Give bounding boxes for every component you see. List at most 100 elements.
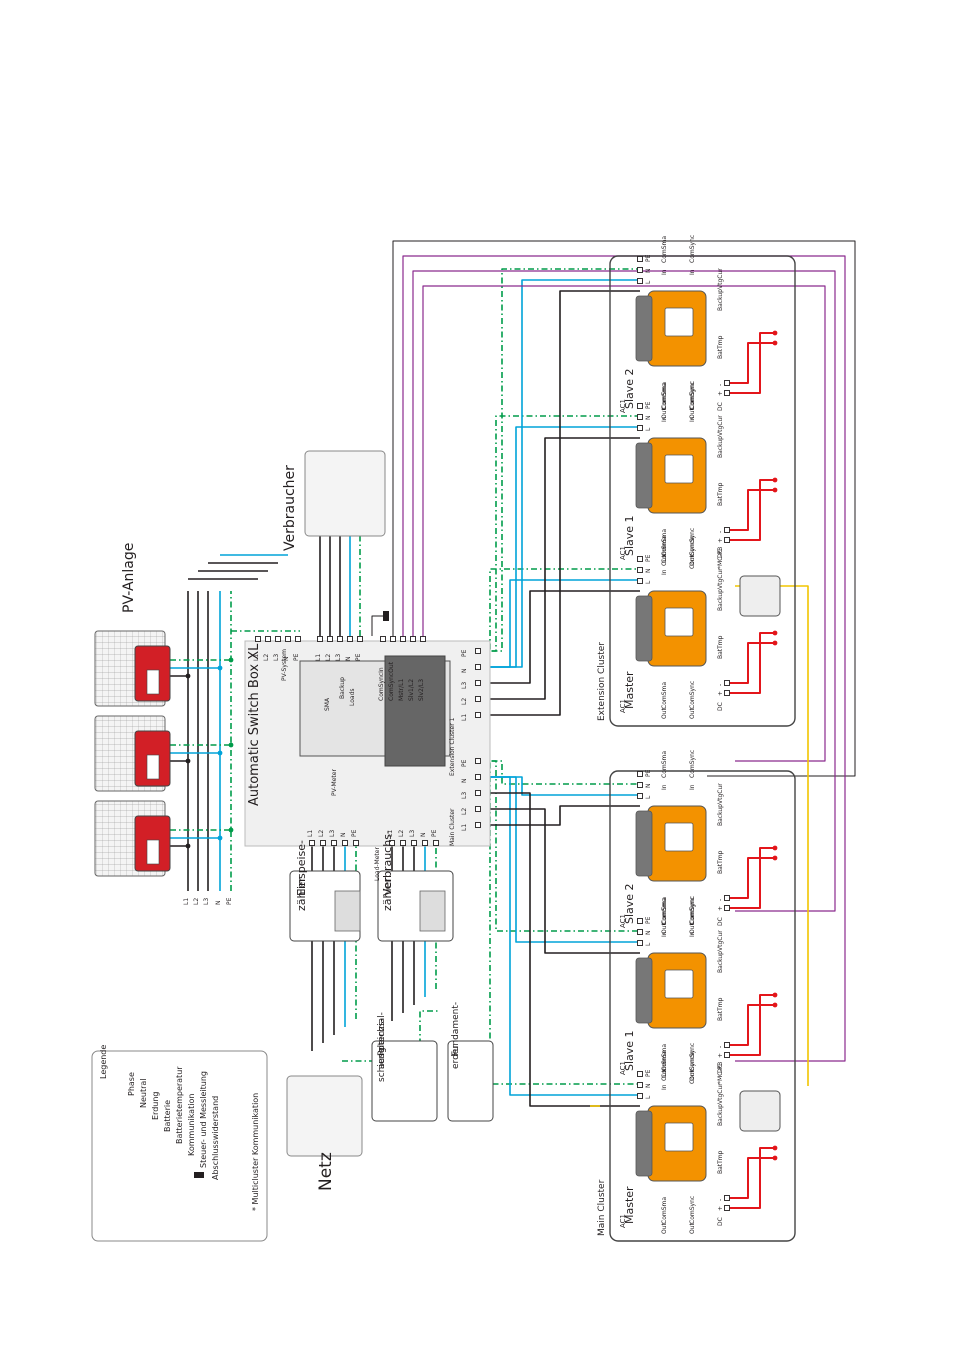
- slv2-measure-line: [422, 285, 826, 762]
- junction-dot: [772, 630, 778, 636]
- backup-terminal: [327, 636, 333, 642]
- cluster-feed-line: [478, 437, 640, 700]
- ac-terminal: [637, 793, 643, 799]
- comsma-label: In: [661, 269, 668, 275]
- ac-terminal: [637, 256, 643, 262]
- legend-item-label: Kommunikation: [187, 1093, 196, 1156]
- battery-plus-wire: [727, 847, 775, 909]
- comsma-label: ComSma: [661, 1043, 668, 1071]
- comsync-stub: [371, 615, 387, 636]
- inverter-display: [664, 969, 694, 999]
- comm-terminal: [400, 636, 406, 642]
- comsma-label: Out: [661, 1070, 668, 1081]
- ac-terminal-label: L: [645, 427, 652, 431]
- inverter-role-label: Slave 2: [623, 368, 636, 409]
- battmp-label: BatTmp: [717, 997, 724, 1021]
- cluster-frame: [609, 255, 796, 727]
- inverter-role-label: Master: [623, 671, 636, 709]
- comsync-out-line: [392, 240, 856, 777]
- dc-terminal: [724, 537, 730, 543]
- dc-label: DC: [717, 402, 724, 411]
- comsync-label: In: [689, 784, 696, 790]
- main-cluster-terminal: [475, 822, 481, 828]
- legend-item-label: Phase: [127, 1072, 136, 1096]
- ext-cluster-terminal: [475, 712, 481, 718]
- battery-minus-wire: [727, 489, 775, 531]
- ac-terminal-label: N: [645, 1083, 652, 1089]
- legend-item-label: Steuer- und Messleitung: [199, 1071, 208, 1168]
- cable-lines: [108, 240, 856, 1209]
- inverter-cover: [635, 1110, 653, 1177]
- pv-meter-terminal-label: PE: [351, 829, 358, 837]
- pv-system-terminal-label: PE: [293, 653, 300, 661]
- comsma-label: ComSma: [661, 750, 668, 778]
- comsma-label: In: [661, 784, 668, 790]
- backup-terminal-label: N: [345, 656, 352, 662]
- ac-terminal: [637, 1071, 643, 1077]
- ext-cluster-1-label: Extension Cluster 1: [449, 717, 456, 776]
- comsync-label: Out: [689, 408, 696, 419]
- ac-terminal: [637, 556, 643, 562]
- comsync-label: ComSync: [689, 680, 696, 709]
- comsync-label: Out: [689, 923, 696, 934]
- dc-terminal-label: -: [717, 898, 724, 901]
- load-meter-terminal: [422, 840, 428, 846]
- comsma-label: ComSma: [661, 896, 668, 924]
- battery-plus-wire: [727, 479, 775, 541]
- inverter-cover: [635, 295, 653, 362]
- terminator-resistor: [383, 611, 389, 621]
- ac-terminal-label: L: [645, 280, 652, 284]
- grid-terminal-label: L3: [203, 897, 210, 905]
- load-meter-terminal-label: L3: [409, 829, 416, 837]
- dc-terminal: [724, 390, 730, 396]
- ac-terminal: [637, 1093, 643, 1099]
- main-cluster-terminal: [475, 774, 481, 780]
- load-meter-terminal-label: N: [420, 832, 427, 838]
- comsync-label: ComSync: [689, 749, 696, 778]
- pv-inverter-display: [146, 839, 160, 865]
- ac-terminal-label: N: [645, 268, 652, 274]
- comm-terminal-label: ComSyncOut: [388, 661, 395, 701]
- pv-system-terminal-label: L1: [253, 653, 260, 661]
- comm-terminal: [420, 636, 426, 642]
- dc-terminal-label: +: [717, 690, 724, 696]
- backup-vtg-label: BackupVtgCur: [717, 568, 724, 611]
- dc-terminal-label: -: [717, 1045, 724, 1048]
- inverter-cover: [635, 957, 653, 1024]
- pv-system-terminal-label: N: [283, 656, 290, 662]
- battery-minus-wire: [727, 642, 775, 684]
- dc-terminal: [724, 1195, 730, 1201]
- pv-system-terminal: [265, 636, 271, 642]
- junction-dot: [772, 330, 778, 336]
- pv-system-terminal: [275, 636, 281, 642]
- pv-meter-terminal-label: L3: [329, 829, 336, 837]
- inverter-display: [664, 822, 694, 852]
- ac-terminal-label: N: [645, 415, 652, 421]
- main-cluster-terminal: [475, 758, 481, 764]
- cluster-title: Main Cluster: [597, 1179, 607, 1236]
- comsync-label: ComSync: [689, 1195, 696, 1224]
- pv-meter-terminal: [331, 840, 337, 846]
- inverter-cover: [635, 595, 653, 662]
- load-meter-terminal-label: PE: [431, 829, 438, 837]
- ac-terminal: [637, 1082, 643, 1088]
- inverter-role-label: Slave 1: [623, 1030, 636, 1071]
- backup-vtg-label: BackupVtgCur: [717, 268, 724, 311]
- junction-dot: [772, 340, 778, 346]
- cluster-feed-line: [478, 792, 640, 1107]
- ac-terminal: [637, 940, 643, 946]
- battmp-label: BatTmp: [717, 635, 724, 659]
- cluster-feed-line: [478, 279, 640, 668]
- comsma-label: ComSma: [661, 681, 668, 709]
- load-meter-terminal: [433, 840, 439, 846]
- comsma-label: ComSma: [661, 528, 668, 556]
- asb-cabinet-side: [384, 655, 446, 767]
- comsma-label: Out: [661, 408, 668, 419]
- pv-meter-terminal-label: L1: [307, 829, 314, 837]
- backup-terminal: [347, 636, 353, 642]
- pv-meter-terminal: [309, 840, 315, 846]
- battmp-label: BatTmp: [717, 1150, 724, 1174]
